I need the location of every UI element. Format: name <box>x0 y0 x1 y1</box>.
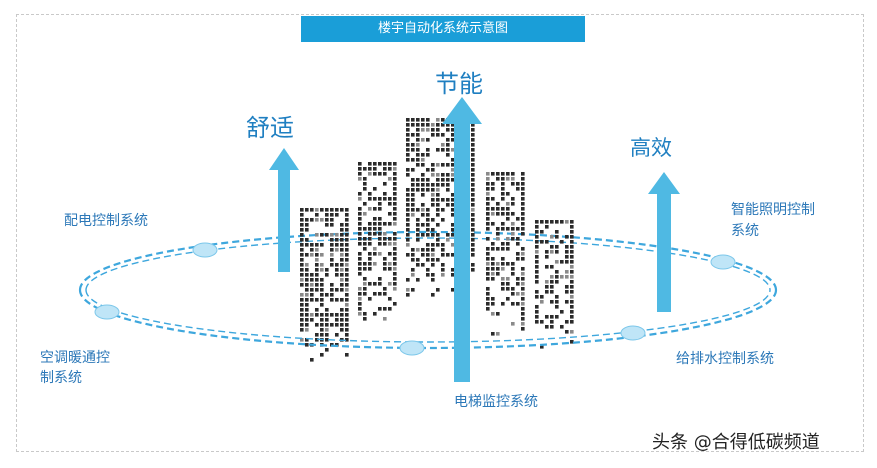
node-elevator <box>399 340 425 356</box>
node-lighting <box>710 254 736 270</box>
goal-efficiency: 高效 <box>630 136 672 160</box>
watermark: 头条 @合得低碳频道 <box>652 432 820 453</box>
ring-front <box>78 289 778 350</box>
label-hvac-line2: 制系统 <box>40 370 82 386</box>
label-power-distribution: 配电控制系统 <box>64 213 148 229</box>
node-hvac <box>94 304 120 320</box>
arrow-comfort <box>269 148 299 272</box>
arrow-efficiency <box>648 172 680 312</box>
label-lighting-line2: 系统 <box>731 223 759 239</box>
label-elevator: 电梯监控系统 <box>454 394 538 410</box>
ring-nodes <box>94 242 736 356</box>
diagram-frame <box>16 14 864 452</box>
diagram-title: 楼宇自动化系统示意图 <box>301 16 585 42</box>
node-water <box>620 325 646 341</box>
label-water-supply: 给排水控制系统 <box>676 351 774 367</box>
goal-comfort: 舒适 <box>246 114 294 142</box>
arrow-energy-saving <box>442 97 482 382</box>
arrows <box>269 97 680 382</box>
label-lighting-line1: 智能照明控制 <box>731 202 815 218</box>
label-hvac-line1: 空调暖通控 <box>40 350 110 366</box>
goal-energy-saving: 节能 <box>435 70 483 98</box>
node-power <box>192 242 218 258</box>
